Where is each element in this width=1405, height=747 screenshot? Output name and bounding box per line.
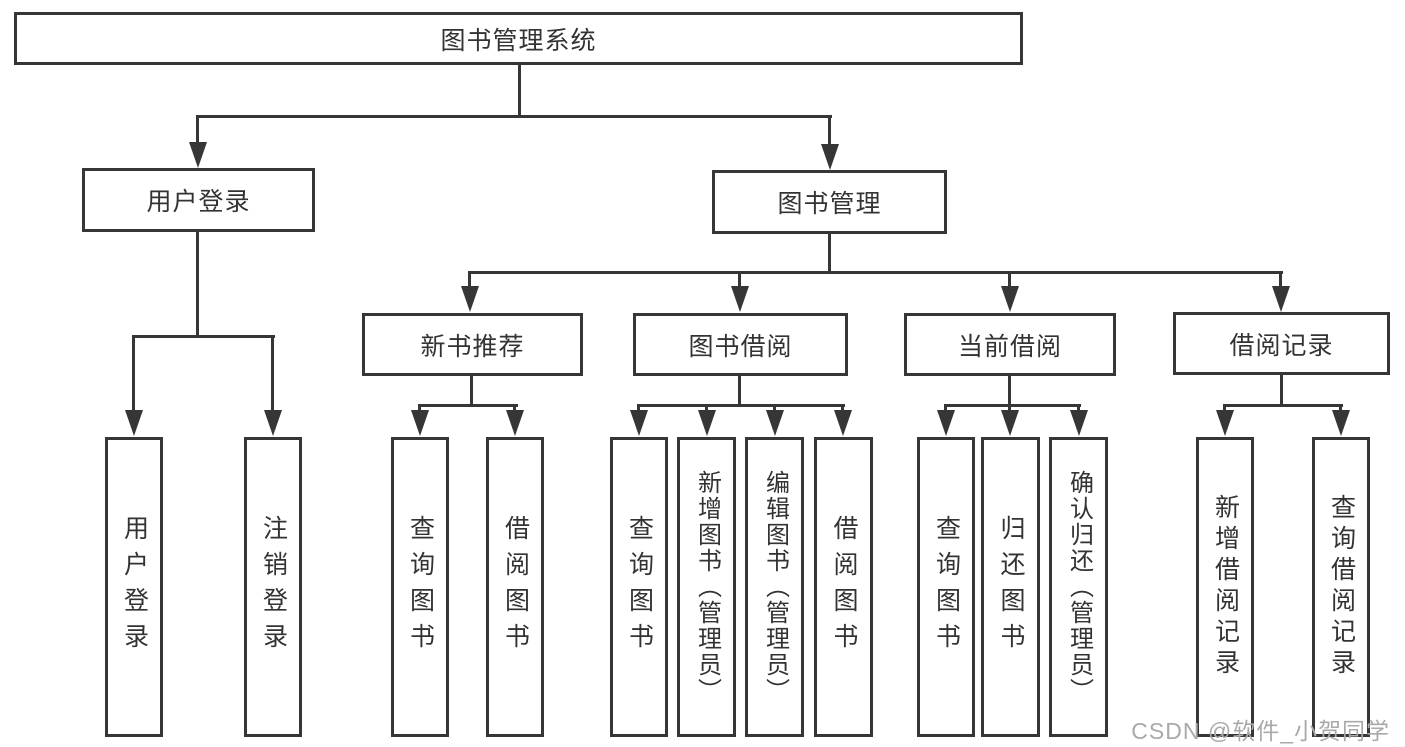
node-book-borrowing: 图书借阅	[633, 313, 848, 376]
node-book-management: 图书管理	[712, 170, 947, 234]
node-borrowing-records-label: 借阅记录	[1229, 331, 1334, 360]
connector-stem-book-mgmt	[828, 115, 831, 147]
leaf-borrow-books-label: 借阅图书	[830, 515, 858, 659]
connector-book-mgmt-stem	[828, 233, 831, 274]
connector-stem-leaf	[944, 404, 947, 414]
leaf-logout-label: 注销登录	[259, 515, 288, 659]
connector-stem-leaf	[132, 335, 135, 412]
leaf-query-books-cb: 查询图书	[917, 437, 975, 737]
connector-stem-level3	[1008, 271, 1011, 288]
node-book-borrowing-label: 图书借阅	[688, 332, 793, 361]
node-current-borrowing: 当前借阅	[904, 313, 1116, 376]
leaf-borrow-books-bb: 借阅图书	[814, 437, 873, 737]
connector-br-stem	[1280, 374, 1283, 406]
arrow-down-icon	[1001, 410, 1019, 436]
connector-stem-level3	[468, 271, 471, 288]
connector-stem-leaf	[1223, 404, 1226, 414]
node-current-borrowing-label: 当前借阅	[957, 332, 1062, 361]
connector-stem-leaf	[1339, 404, 1342, 414]
node-root-library-system: 图书管理系统	[14, 12, 1023, 65]
connector-bb-stem	[738, 375, 741, 406]
arrow-down-icon	[731, 286, 749, 312]
connector-stem-level3	[1279, 271, 1282, 288]
leaf-confirm-return-admin-label: 确认归还（管理员）	[1065, 470, 1093, 704]
connector-stem-leaf	[271, 335, 274, 412]
leaf-query-books-bb: 查询图书	[610, 437, 668, 737]
connector-stem-level3	[738, 271, 741, 288]
connector-nbr-stem	[470, 375, 473, 406]
connector-stem-leaf	[773, 404, 776, 414]
leaf-logout: 注销登录	[244, 437, 302, 737]
leaf-add-borrow-record-label: 新增借阅记录	[1211, 494, 1240, 680]
connector-cb-branch	[944, 404, 1081, 407]
arrow-down-icon	[698, 410, 716, 436]
leaf-add-books-admin: 新增图书（管理员）	[677, 437, 736, 737]
leaf-query-borrow-record-label: 查询借阅记录	[1327, 494, 1356, 680]
connector-bb-branch	[637, 404, 845, 407]
leaf-borrow-books-label: 借阅图书	[501, 515, 530, 659]
arrow-down-icon	[189, 142, 207, 168]
connector-root-branch	[196, 115, 832, 118]
arrow-down-icon	[125, 410, 143, 436]
leaf-confirm-return-admin: 确认归还（管理员）	[1049, 437, 1108, 737]
arrow-down-icon	[1001, 286, 1019, 312]
arrow-down-icon	[834, 410, 852, 436]
leaf-user-login-label: 用户登录	[120, 515, 149, 659]
leaf-borrow-books-nbr: 借阅图书	[486, 437, 544, 737]
leaf-user-login: 用户登录	[105, 437, 163, 737]
connector-stem-leaf	[637, 404, 640, 414]
connector-stem-leaf	[513, 404, 516, 414]
arrow-down-icon	[766, 410, 784, 436]
leaf-add-books-admin-label: 新增图书（管理员）	[693, 470, 721, 704]
node-book-management-label: 图书管理	[777, 190, 882, 218]
arrow-down-icon	[1332, 410, 1350, 436]
node-new-book-recommend: 新书推荐	[362, 313, 583, 376]
connector-nbr-branch	[418, 404, 518, 407]
connector-user-login-stem	[196, 231, 199, 338]
leaf-add-borrow-record: 新增借阅记录	[1196, 437, 1254, 737]
arrow-down-icon	[461, 286, 479, 312]
arrow-down-icon	[411, 410, 429, 436]
leaf-query-books-label: 查询图书	[932, 515, 961, 659]
arrow-down-icon	[1272, 286, 1290, 312]
connector-stem-leaf	[1008, 404, 1011, 414]
connector-stem-user-login	[196, 115, 199, 145]
connector-cb-stem	[1008, 375, 1011, 406]
leaf-edit-books-admin-label: 编辑图书（管理员）	[761, 470, 789, 704]
arrow-down-icon	[821, 144, 839, 170]
csdn-watermark: CSDN @软件_小贺同学	[1131, 718, 1390, 744]
arrow-down-icon	[264, 410, 282, 436]
leaf-query-borrow-record: 查询借阅记录	[1312, 437, 1370, 737]
leaf-return-books: 归还图书	[981, 437, 1040, 737]
leaf-query-books-label: 查询图书	[406, 515, 435, 659]
connector-stem-leaf	[841, 404, 844, 414]
node-borrowing-records: 借阅记录	[1173, 312, 1390, 375]
node-user-login-label: 用户登录	[146, 188, 251, 216]
arrow-down-icon	[937, 410, 955, 436]
connector-root-stem	[518, 64, 521, 117]
connector-stem-leaf	[705, 404, 708, 414]
node-new-book-recommend-label: 新书推荐	[420, 332, 525, 361]
connector-user-login-branch	[132, 335, 275, 338]
leaf-edit-books-admin: 编辑图书（管理员）	[745, 437, 804, 737]
leaf-return-books-label: 归还图书	[997, 515, 1025, 659]
connector-stem-leaf	[418, 404, 421, 414]
connector-book-mgmt-branch	[468, 271, 1283, 274]
arrow-down-icon	[506, 410, 524, 436]
connector-stem-leaf	[1077, 404, 1080, 414]
node-user-login: 用户登录	[82, 168, 315, 232]
arrow-down-icon	[630, 410, 648, 436]
arrow-down-icon	[1070, 410, 1088, 436]
leaf-query-books-label: 查询图书	[625, 515, 654, 659]
connector-br-branch	[1223, 404, 1343, 407]
arrow-down-icon	[1216, 410, 1234, 436]
leaf-query-books-nbr: 查询图书	[391, 437, 449, 737]
node-root-label: 图书管理系统	[440, 26, 597, 55]
